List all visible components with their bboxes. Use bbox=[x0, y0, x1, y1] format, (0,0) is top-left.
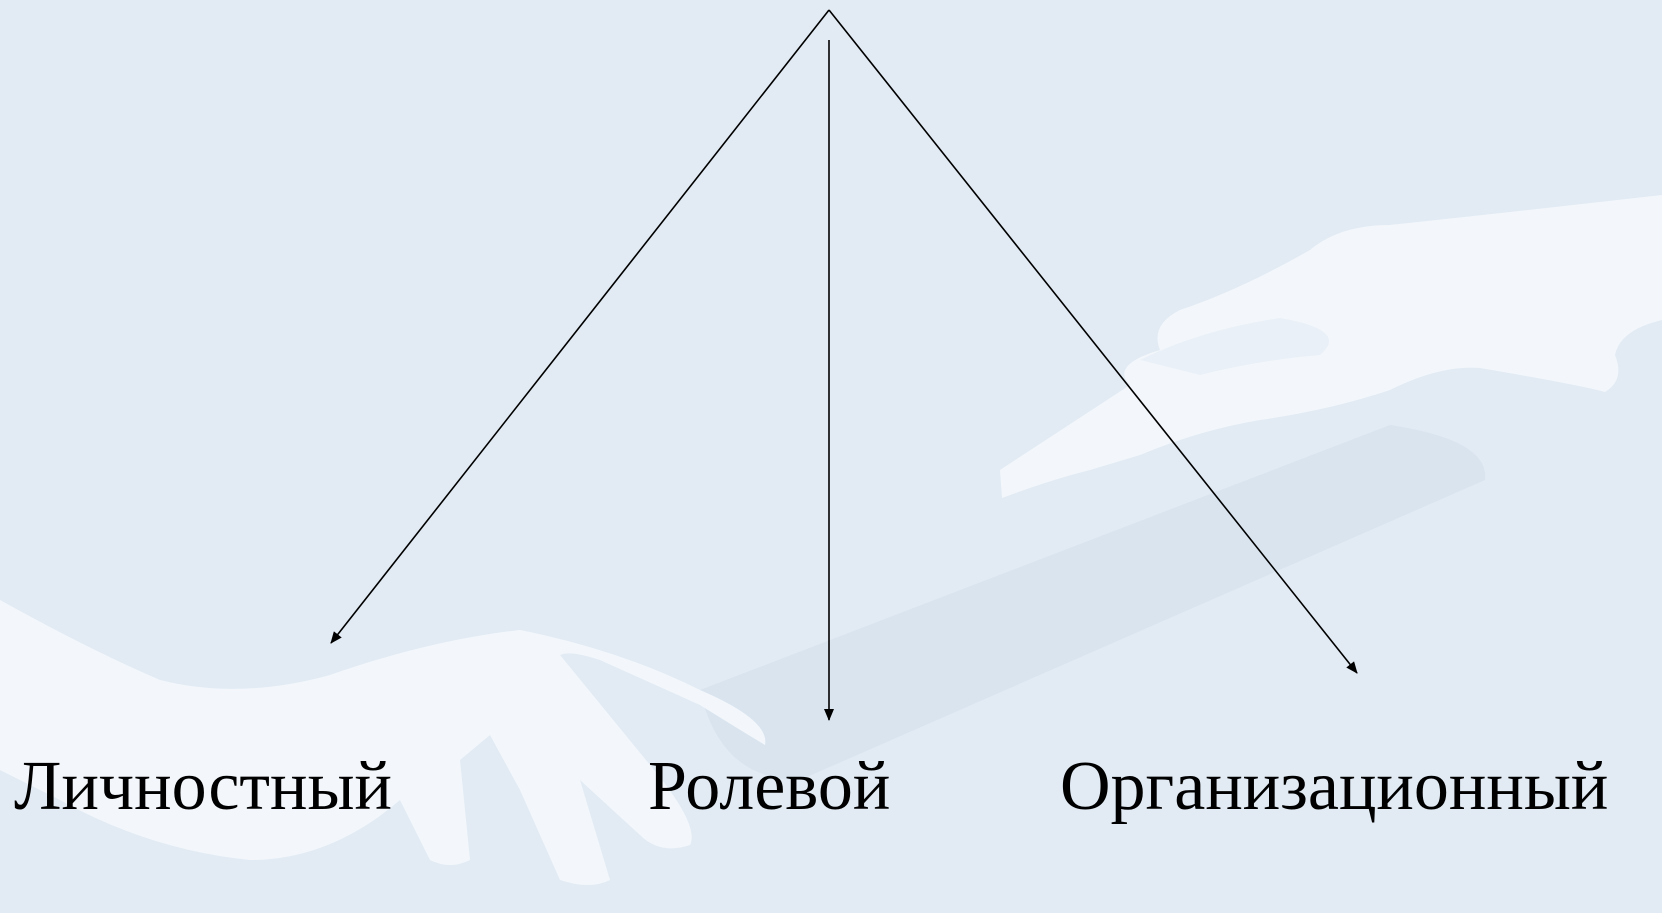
label-organizatsionny: Организационный bbox=[1060, 748, 1609, 825]
arrow-to-left bbox=[330, 9, 830, 644]
label-rolevoy: Ролевой bbox=[648, 748, 891, 825]
label-lichnostny: Личностный bbox=[14, 748, 392, 825]
arrow-to-right bbox=[828, 9, 1358, 674]
